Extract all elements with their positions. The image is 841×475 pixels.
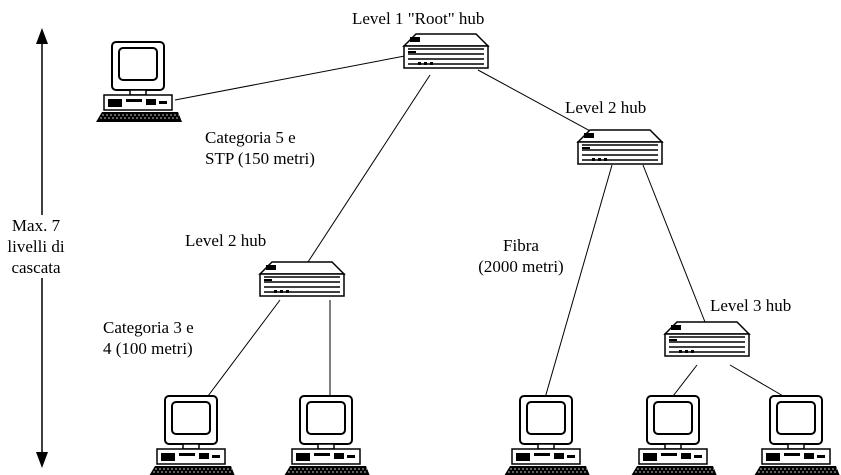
computer-bottom-5-icon [753,395,841,475]
cat5-line-2: STP (150 metri) [205,149,315,168]
level2-left-hub-label: Level 2 hub [185,231,267,250]
fiber-link-label: Fibra (2000 metri) [462,235,580,277]
cat3-line-2: 4 (100 metri) [103,339,193,358]
cascade-label: Max. 7 livelli di cascata [0,215,72,278]
cascade-line-1: Max. 7 [11,216,61,235]
computer-bottom-4-icon [630,395,718,475]
link-root-computer [174,54,411,101]
fiber-line-2: (2000 metri) [478,257,564,276]
level2-right-hub-icon [577,129,663,165]
link-root-level2-left [307,74,431,263]
cat5-link-label: Categoria 5 e STP (150 metri) [205,127,315,169]
link-level3-computer-2 [729,364,791,401]
cat5-line-1: Categoria 5 e [205,128,296,147]
connection-lines [174,54,791,401]
cascade-line-3: cascata [11,258,61,277]
fiber-line-1: Fibra [503,236,539,255]
computer-bottom-1-icon [148,395,236,475]
link-level2-left-computer-1 [204,299,281,401]
link-root-level2-right [477,69,593,133]
cascade-line-2: livelli di [7,237,65,256]
cat3-link-label: Categoria 3 e 4 (100 metri) [103,317,194,359]
link-level2-right-computer [544,164,613,399]
root-hub-icon [403,33,489,69]
computer-top-left-icon [95,41,183,123]
root-hub-label: Level 1 "Root" hub [352,9,485,28]
level2-left-hub-icon [259,261,345,297]
link-level3-computer-1 [669,364,698,401]
link-level2-right-level3 [642,164,706,323]
cat3-line-1: Categoria 3 e [103,318,194,337]
level3-hub-label: Level 3 hub [710,296,792,315]
computer-bottom-2-icon [283,395,371,475]
level3-hub-icon [664,321,750,357]
computer-bottom-3-icon [503,395,591,475]
level2-right-hub-label: Level 2 hub [565,98,647,117]
